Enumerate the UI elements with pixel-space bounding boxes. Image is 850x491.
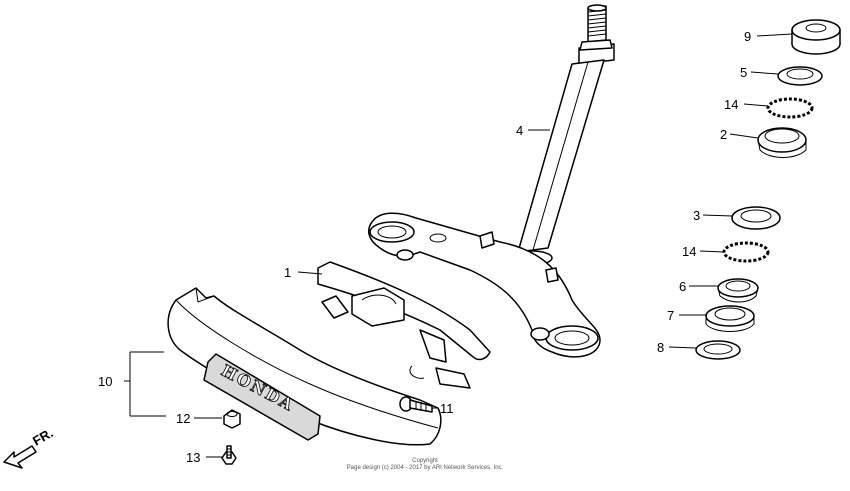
callout-9: 9 xyxy=(744,29,751,44)
bottom-bridge[interactable] xyxy=(367,212,601,358)
callout-10: 10 xyxy=(98,374,112,389)
steering-stem[interactable] xyxy=(511,4,615,266)
top-ball-race-2[interactable] xyxy=(757,127,807,158)
callout-6: 6 xyxy=(679,279,686,294)
callout-2: 2 xyxy=(720,127,727,142)
dust-seal-7[interactable] xyxy=(705,305,755,332)
direction-label: FR. xyxy=(30,425,56,448)
front-cover[interactable]: HONDA xyxy=(167,287,442,446)
callout-7: 7 xyxy=(667,308,674,323)
bottom-cone-race-6[interactable] xyxy=(717,278,759,303)
front-direction-indicator: FR. xyxy=(3,425,56,469)
screw-13[interactable] xyxy=(221,445,237,465)
bolt-11[interactable] xyxy=(399,396,433,413)
steel-balls-14-lower[interactable] xyxy=(722,241,770,263)
callout-13: 13 xyxy=(186,450,200,465)
callout-5: 5 xyxy=(740,65,747,80)
callout-1: 1 xyxy=(284,265,291,280)
callout-12: 12 xyxy=(176,411,190,426)
leader-lines xyxy=(124,33,793,458)
callout-4: 4 xyxy=(516,123,523,138)
callout-3: 3 xyxy=(693,208,700,223)
arrow-icon xyxy=(3,445,37,469)
locknut-9[interactable] xyxy=(791,19,841,55)
callout-14-lower: 14 xyxy=(682,244,696,259)
callout-11: 11 xyxy=(440,401,454,416)
steel-balls-14-upper[interactable] xyxy=(766,97,814,119)
nut-12[interactable] xyxy=(223,409,241,429)
emblem-bracket[interactable] xyxy=(317,261,491,389)
copyright-line-2: Page design (c) 2004 - 2017 by ARI Netwo… xyxy=(347,465,504,471)
callout-numbers: 1 2 3 4 5 6 7 8 9 10 11 12 13 14 14 xyxy=(98,29,751,465)
washer-8[interactable] xyxy=(695,340,741,360)
callout-8: 8 xyxy=(657,340,664,355)
callout-14-upper: 14 xyxy=(724,97,738,112)
copyright-line-1: Copyright xyxy=(412,458,438,464)
top-cone-race-5[interactable] xyxy=(777,66,823,86)
bottom-ball-race-3[interactable] xyxy=(731,206,781,230)
